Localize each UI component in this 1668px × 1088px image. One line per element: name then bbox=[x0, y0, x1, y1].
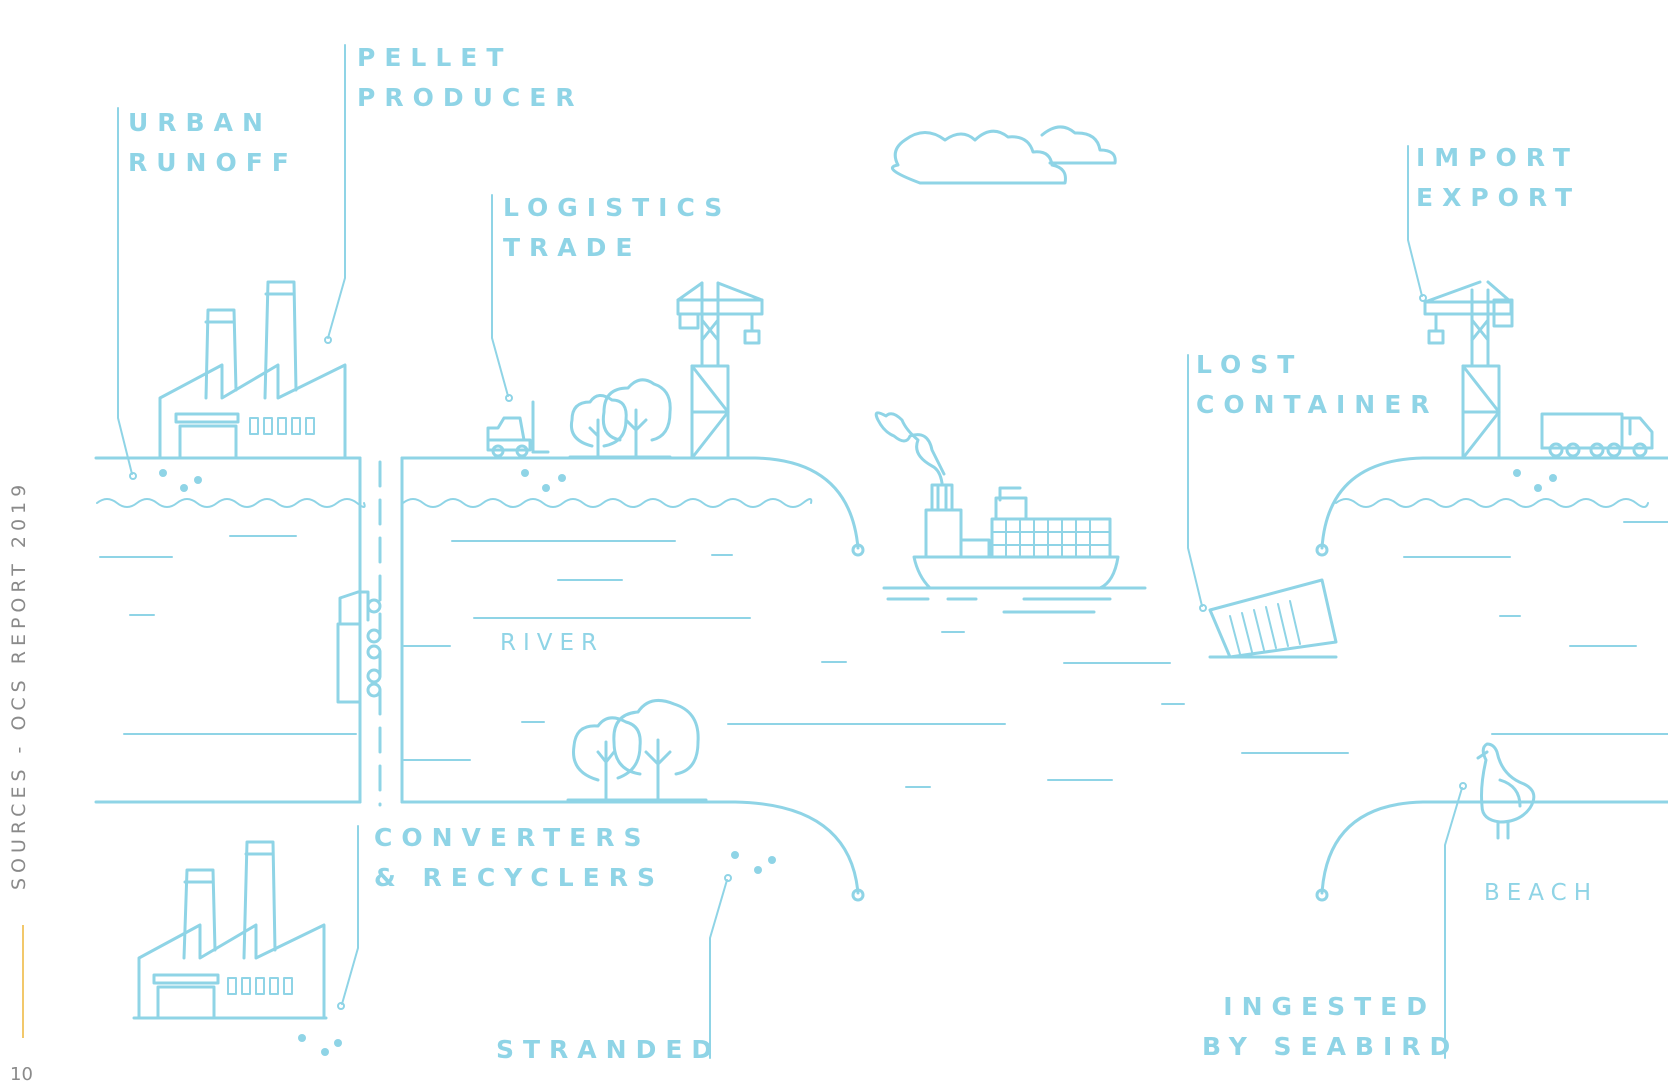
truck-icon bbox=[1540, 412, 1654, 458]
label-urban-runoff: URBAN RUNOFF bbox=[128, 103, 298, 183]
label-ingested-by-seabird-line1: INGESTED bbox=[1223, 992, 1436, 1021]
label-logistics-trade-line1: LOGISTICS bbox=[503, 193, 732, 222]
right-lower-bank bbox=[1315, 800, 1668, 902]
pellet-dots bbox=[159, 469, 1557, 1056]
pellet-producer-factory-icon bbox=[153, 280, 347, 460]
label-converters-recyclers-line2: & RECYCLERS bbox=[374, 863, 665, 892]
tree-icon bbox=[568, 378, 672, 459]
page-number: 10 bbox=[10, 1064, 33, 1085]
label-import-export: IMPORT EXPORT bbox=[1416, 138, 1581, 218]
label-pellet-producer-line1: PELLET bbox=[357, 43, 513, 72]
crane-icon-2 bbox=[1423, 280, 1514, 460]
vertical-truck-icon bbox=[336, 590, 382, 704]
label-urban-runoff-line1: URBAN bbox=[128, 108, 272, 137]
label-import-export-line2: EXPORT bbox=[1416, 183, 1582, 212]
label-stranded: STRANDED bbox=[496, 1035, 722, 1064]
crane-icon bbox=[676, 281, 764, 460]
label-urban-runoff-line2: RUNOFF bbox=[128, 148, 298, 177]
side-report-title: SOURCES - OCS REPORT 2019 bbox=[8, 479, 30, 890]
river-flow-lines bbox=[403, 521, 1668, 788]
left-upper-bank bbox=[94, 456, 366, 804]
label-logistics-trade: LOGISTICS TRADE bbox=[503, 188, 731, 268]
converters-factory-icon bbox=[132, 840, 328, 1020]
forklift-icon bbox=[486, 400, 550, 458]
label-lost-container-line2: CONTAINER bbox=[1196, 390, 1439, 419]
seabird-icon bbox=[1476, 742, 1536, 840]
label-lost-container: LOST CONTAINER bbox=[1196, 345, 1439, 425]
side-accent-bar bbox=[22, 925, 24, 1038]
label-pellet-producer-line2: PRODUCER bbox=[357, 83, 584, 112]
label-import-export-line1: IMPORT bbox=[1416, 143, 1579, 172]
label-ingested-by-seabird: INGESTED BY SEABIRD bbox=[1202, 987, 1460, 1067]
label-beach: BEACH bbox=[1484, 880, 1598, 906]
right-upper-bank bbox=[1315, 456, 1668, 557]
cloud-icon bbox=[891, 125, 1117, 185]
label-ingested-by-seabird-line2: BY SEABIRD bbox=[1202, 1032, 1460, 1061]
leader-lines bbox=[117, 44, 1467, 1059]
label-converters-recyclers-line1: CONVERTERS bbox=[374, 823, 651, 852]
label-river: RIVER bbox=[500, 630, 605, 656]
label-converters-recyclers: CONVERTERS & RECYCLERS bbox=[374, 818, 664, 898]
lost-container-icon bbox=[1208, 578, 1338, 659]
river-upper-bank bbox=[400, 456, 865, 804]
label-lost-container-line1: LOST bbox=[1196, 350, 1304, 379]
river-lower-bank bbox=[400, 800, 865, 902]
ship-icon bbox=[874, 411, 1147, 614]
label-pellet-producer: PELLET PRODUCER bbox=[357, 38, 584, 118]
tree-icon-2 bbox=[566, 698, 708, 802]
label-logistics-trade-line2: TRADE bbox=[503, 233, 642, 262]
